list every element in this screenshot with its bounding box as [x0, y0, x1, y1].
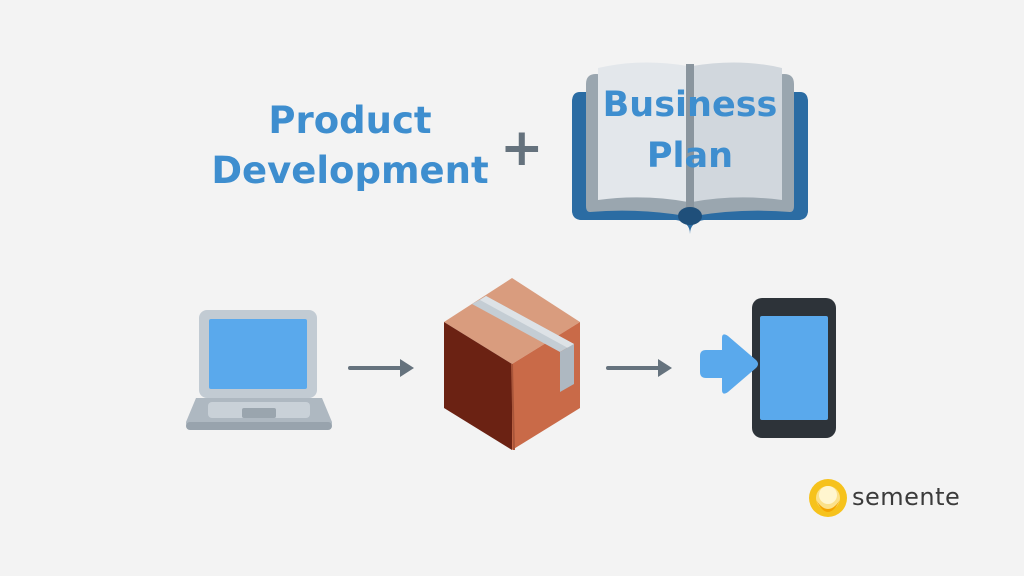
arrow-right-icon	[606, 357, 674, 379]
brand-name: semente	[852, 483, 961, 511]
sun-logo-icon	[808, 478, 848, 518]
open-book-icon	[568, 56, 812, 238]
arrow-right-icon	[348, 357, 416, 379]
business-plan-title: Business Plan	[602, 85, 778, 176]
plus-sign: +	[500, 118, 544, 178]
package-box-icon	[440, 276, 584, 452]
laptop-icon	[186, 308, 332, 432]
product-development-title: Product Development	[211, 99, 489, 192]
mobile-phone-icon	[696, 296, 840, 440]
